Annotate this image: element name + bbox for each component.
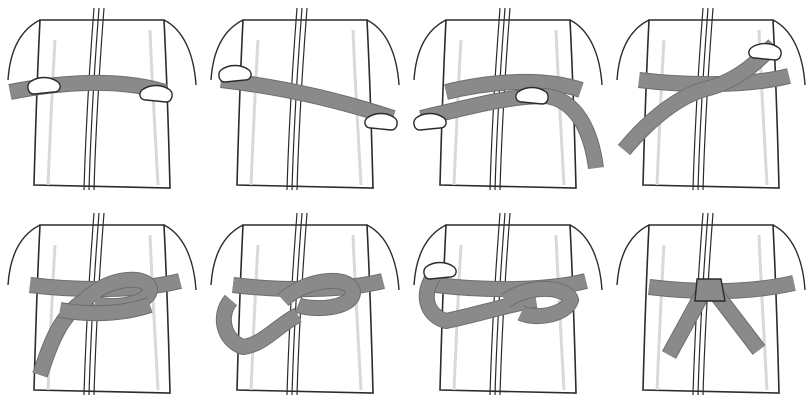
belt — [60, 305, 150, 313]
step-panel-3 — [406, 0, 609, 204]
hand-icon — [414, 114, 446, 131]
hand-icon — [28, 78, 60, 95]
step-panel-4 — [609, 0, 812, 204]
step-panel-8 — [609, 205, 812, 409]
step-panel-2 — [203, 0, 406, 204]
hand-icon — [424, 263, 456, 280]
right-sleeve — [367, 20, 399, 85]
step-illustration — [609, 0, 812, 204]
hand-icon — [140, 86, 172, 103]
belt-knot — [695, 279, 725, 301]
left-sleeve — [8, 225, 40, 285]
step-illustration — [609, 205, 812, 409]
step-panel-6 — [203, 205, 406, 409]
step-illustration — [406, 205, 609, 409]
step-illustration — [0, 205, 203, 409]
right-sleeve — [164, 20, 196, 85]
step-panel-7 — [406, 205, 609, 409]
hand-icon — [749, 44, 781, 61]
hand-icon — [516, 88, 548, 105]
step-illustration — [203, 0, 406, 204]
step-panel-5 — [0, 205, 203, 409]
step-panel-1 — [0, 0, 203, 204]
hand-icon — [219, 66, 251, 83]
left-sleeve — [617, 20, 649, 80]
right-sleeve — [570, 20, 602, 85]
left-sleeve — [211, 225, 243, 285]
step-illustration — [406, 0, 609, 204]
step-illustration — [0, 0, 203, 204]
left-sleeve — [617, 225, 649, 285]
left-sleeve — [414, 20, 446, 80]
left-sleeve — [8, 20, 40, 80]
step-illustration — [203, 205, 406, 409]
hand-icon — [365, 114, 397, 131]
